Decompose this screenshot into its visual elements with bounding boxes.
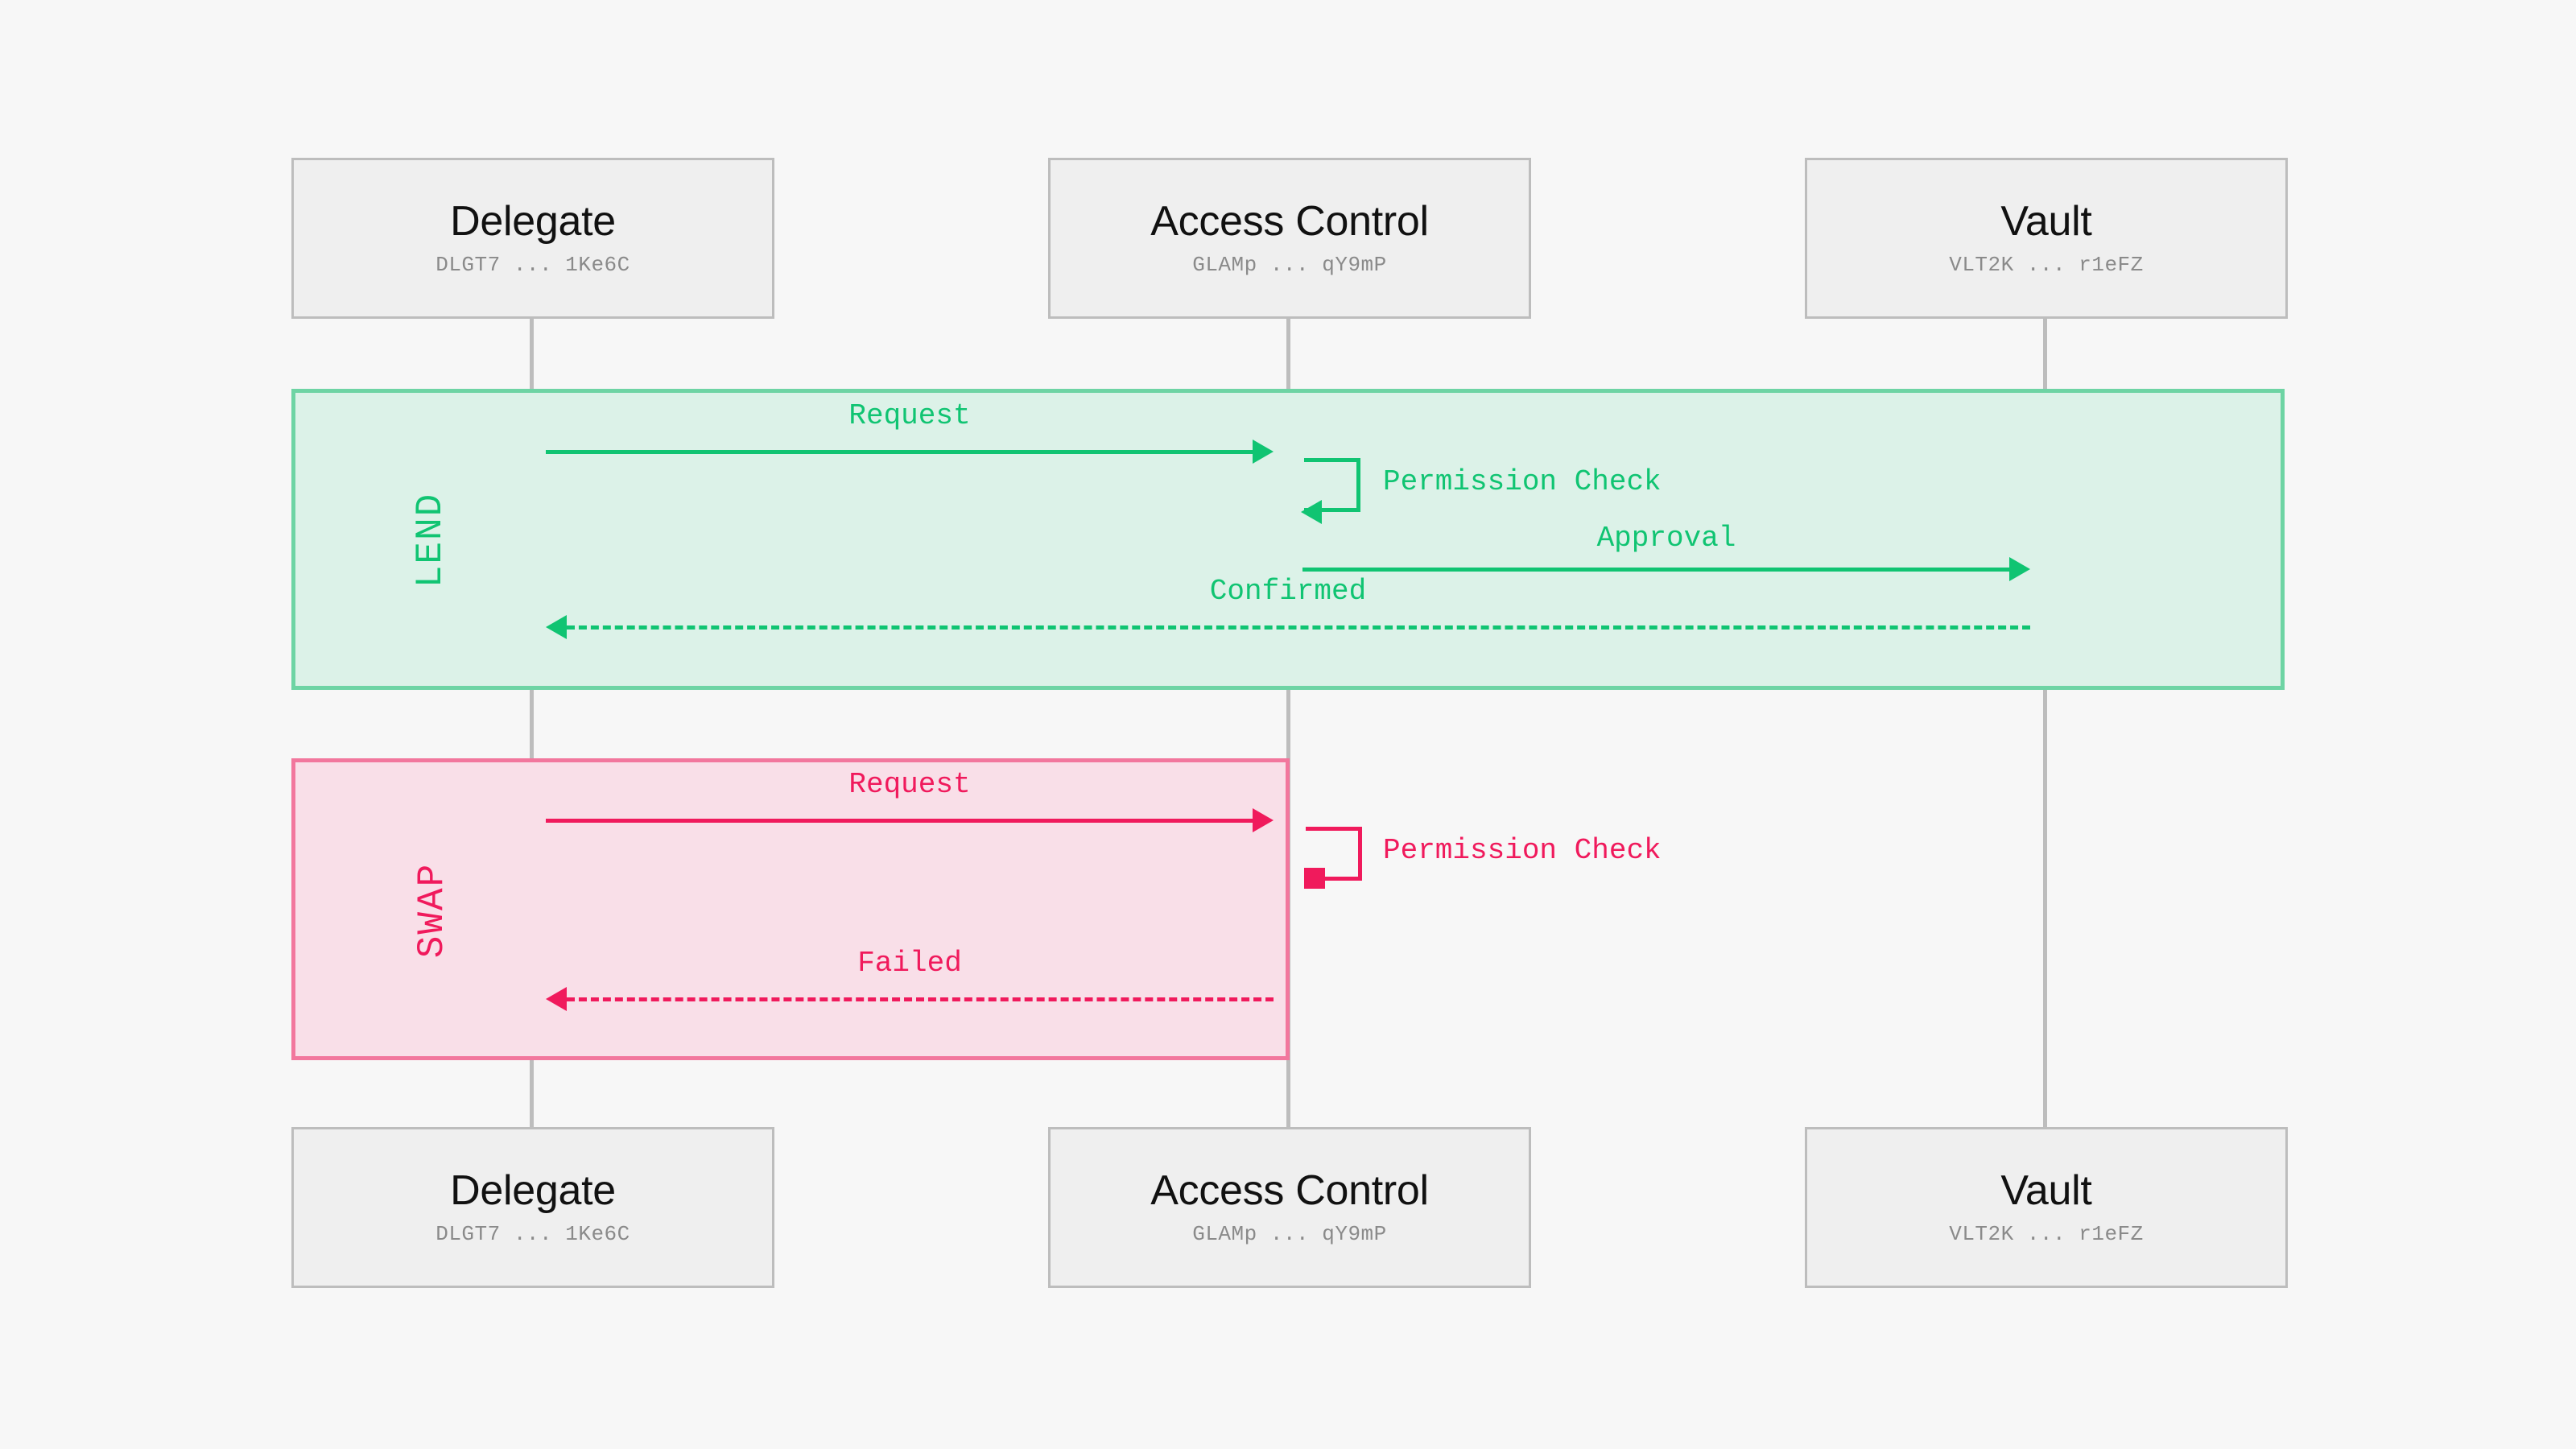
lifeline-delegate <box>530 319 534 1127</box>
participant-name: Delegate <box>450 1166 616 1214</box>
fragment-label-swap: SWAP <box>411 862 453 959</box>
message-selfloop-swap-permission-check <box>1306 827 1362 881</box>
participant-access-control-top[interactable]: Access Control GLAMp ... qY9mP <box>1048 158 1531 319</box>
message-label-swap-permission-check: Permission Check <box>1383 834 1662 867</box>
message-arrowhead-lend-permission-check <box>1301 500 1322 524</box>
message-line-lend-request <box>546 450 1256 454</box>
message-label-lend-request: Request <box>848 399 971 432</box>
lifeline-access-control <box>1286 319 1290 1127</box>
message-arrowhead-swap-failed <box>546 987 567 1011</box>
message-selfloop-lend-permission-check <box>1304 458 1360 512</box>
message-line-swap-failed <box>567 997 1274 1001</box>
participant-name: Access Control <box>1150 197 1429 245</box>
participant-address: DLGT7 ... 1Ke6C <box>436 1222 630 1247</box>
lifeline-vault <box>2043 319 2047 1127</box>
message-label-lend-confirmed: Confirmed <box>1209 575 1367 608</box>
message-arrowhead-lend-confirmed <box>546 615 567 639</box>
participant-delegate-bottom[interactable]: Delegate DLGT7 ... 1Ke6C <box>291 1127 774 1288</box>
participant-address: GLAMp ... qY9mP <box>1192 1222 1387 1247</box>
participant-name: Vault <box>2000 1166 2092 1214</box>
participant-address: VLT2K ... r1eFZ <box>1949 1222 2144 1247</box>
participant-address: DLGT7 ... 1Ke6C <box>436 253 630 278</box>
fragment-lend <box>291 389 2285 690</box>
participant-name: Vault <box>2000 197 2092 245</box>
participant-address: GLAMp ... qY9mP <box>1192 253 1387 278</box>
message-arrowhead-swap-request <box>1253 808 1274 832</box>
fragment-swap <box>291 758 1290 1060</box>
participant-vault-top[interactable]: Vault VLT2K ... r1eFZ <box>1805 158 2288 319</box>
participant-name: Access Control <box>1150 1166 1429 1214</box>
message-arrowhead-lend-approval <box>2009 557 2030 581</box>
fragment-label-lend: LEND <box>410 492 452 588</box>
message-line-lend-approval <box>1302 568 2013 572</box>
message-label-lend-approval: Approval <box>1596 522 1736 555</box>
participant-name: Delegate <box>450 197 616 245</box>
message-line-lend-confirmed <box>567 625 2030 630</box>
participant-vault-bottom[interactable]: Vault VLT2K ... r1eFZ <box>1805 1127 2288 1288</box>
message-blocked-marker-swap-permission-check <box>1304 868 1325 889</box>
message-label-swap-request: Request <box>848 768 971 801</box>
message-arrowhead-lend-request <box>1253 440 1274 464</box>
message-line-swap-request <box>546 819 1256 823</box>
participant-access-control-bottom[interactable]: Access Control GLAMp ... qY9mP <box>1048 1127 1531 1288</box>
message-label-swap-failed: Failed <box>857 947 962 980</box>
participant-delegate-top[interactable]: Delegate DLGT7 ... 1Ke6C <box>291 158 774 319</box>
message-label-lend-permission-check: Permission Check <box>1383 465 1662 498</box>
participant-address: VLT2K ... r1eFZ <box>1949 253 2144 278</box>
